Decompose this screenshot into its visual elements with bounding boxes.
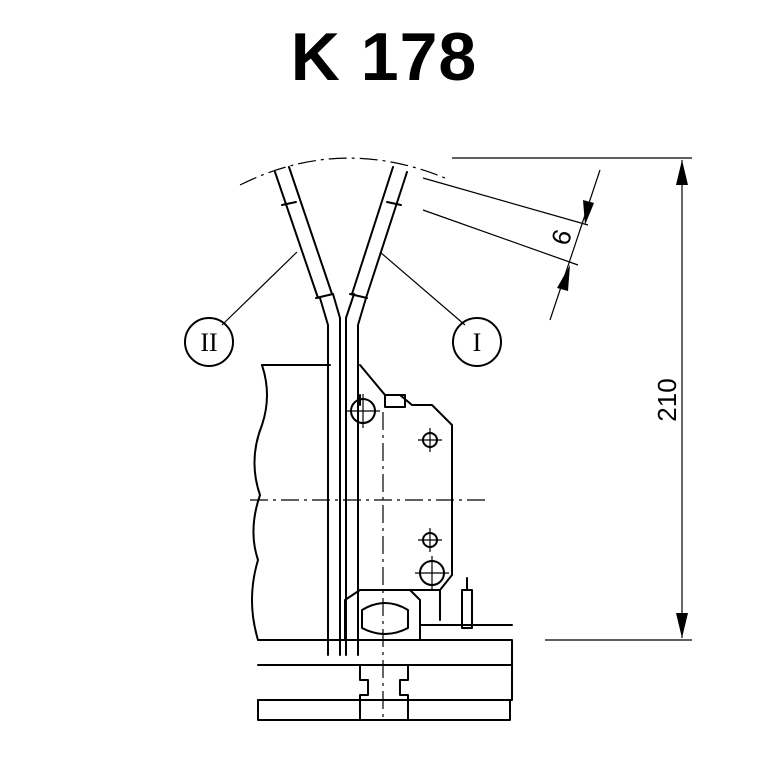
base-flange: [257, 639, 513, 701]
swing-arc: [239, 157, 446, 186]
label-i-circle: I: [452, 317, 502, 367]
hole-lower-large: [415, 556, 449, 590]
hole-upper-left: [346, 394, 380, 428]
leader-i: [379, 251, 466, 326]
hole-upper-right: [418, 428, 442, 452]
dim-210-arrow-top: [676, 160, 688, 185]
base-pin: [461, 589, 473, 629]
label-ii-text: II: [200, 328, 217, 357]
dim-210-text: 210: [652, 378, 682, 421]
dim-210-arrow-bottom: [676, 613, 688, 638]
dim-6-text: 6: [545, 226, 578, 249]
dim-6-arrow-top: [583, 200, 594, 225]
leader-ii: [221, 251, 298, 326]
top-pin: [384, 394, 406, 408]
dim-6-ext-1: [422, 177, 589, 226]
rod-i: [345, 166, 408, 656]
hole-lower-small: [418, 528, 442, 552]
label-i-text: I: [473, 328, 482, 357]
label-ii-circle: II: [184, 317, 234, 367]
rod-ii: [274, 166, 341, 656]
dim-6-ext-2: [422, 209, 579, 266]
dim-6-arrow-bottom: [557, 265, 570, 291]
page-title: K 178: [290, 19, 478, 95]
dim-6-line: [549, 169, 601, 321]
base-hub: [359, 664, 409, 721]
body-outline: [251, 364, 331, 641]
